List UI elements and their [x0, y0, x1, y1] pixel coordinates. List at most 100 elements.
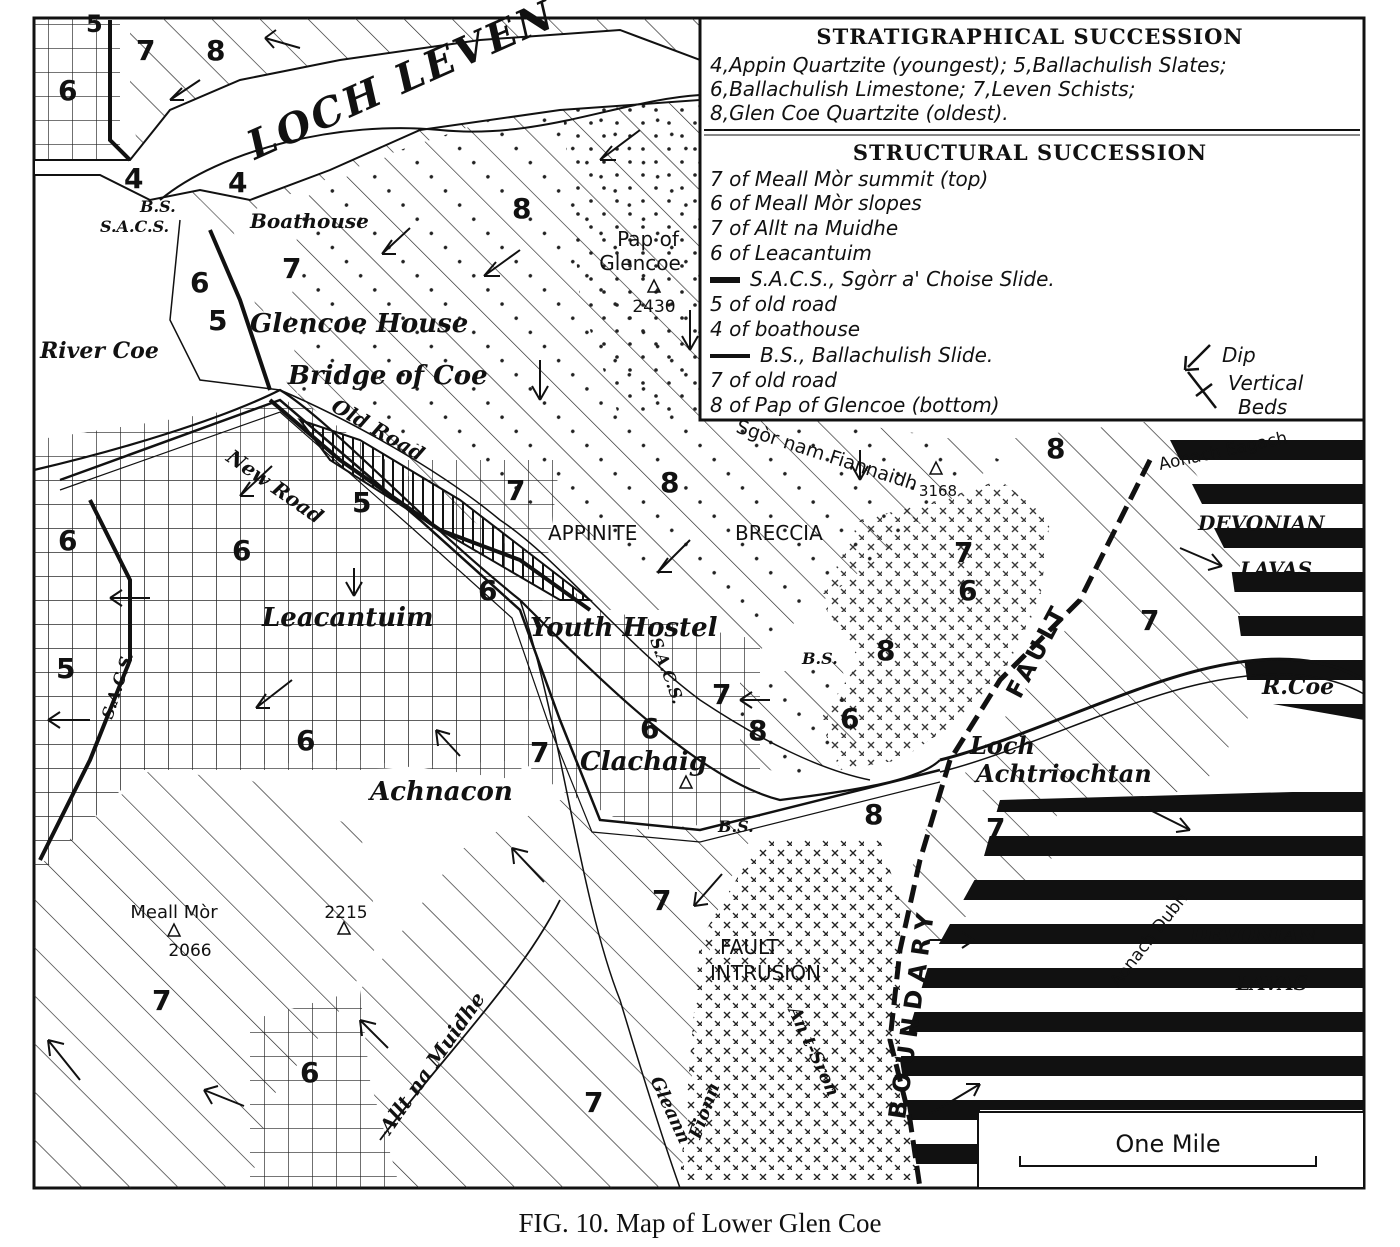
dip-arrow-icon [255, 679, 293, 709]
dip-arrow-icon [47, 711, 90, 729]
legend-struct-line: 7 of Allt na Muidhe [710, 216, 898, 240]
sacs-slide-west [38, 499, 132, 861]
dip-arrow-icon [345, 568, 363, 597]
label-lavas-south: LAVAS [1235, 971, 1308, 995]
legend-struct-line: 4 of boathouse [710, 317, 860, 341]
formation-number: 7 [136, 34, 155, 67]
geological-map: STRATIGRAPHICAL SUCCESSION 4,Appin Quart… [32, 0, 1366, 1190]
formation-number: 7 [152, 984, 171, 1017]
river-coe-east [939, 657, 1365, 762]
formation-number: 6 [58, 74, 77, 107]
dip-arrow-icon [599, 129, 641, 161]
devonian-lavas-north [1160, 420, 1364, 720]
dip-arrow-icon [693, 873, 723, 907]
legend-struct-line: S.A.C.S., Sgòrr a' Choise Slide. [750, 267, 1055, 291]
legend-struct-line: 7 of old road [710, 368, 837, 392]
formation-number: 6 [190, 266, 209, 299]
formation-number: 8 [660, 466, 679, 499]
label-pap-of: Pap of [617, 227, 680, 251]
legend-struct-line: 8 of Pap of Glencoe (bottom) [710, 393, 1000, 417]
label-appinite: APPINITE [548, 521, 637, 545]
dip-arrows [47, 29, 1223, 1115]
slide-loch-shore [108, 20, 132, 162]
dip-arrow-icon [1183, 344, 1211, 372]
label-r-coe: R.Coe [1261, 674, 1334, 700]
figure-caption: FIG. 10. Map of Lower Glen Coe [518, 1208, 882, 1238]
dip-arrow-icon [239, 465, 273, 497]
dip-arrow-icon [930, 931, 975, 949]
label-bs: B.S. [139, 197, 176, 216]
legend-struct-line: B.S., Ballachulish Slide. [760, 343, 993, 367]
label-2215: 2215 [324, 903, 367, 923]
summit-triangle-icon [646, 278, 662, 293]
formation-number: 4 [124, 162, 143, 195]
dip-arrow-icon [359, 1019, 389, 1049]
zone-8-clachaig [740, 660, 860, 780]
label-bridge-of-coe: Bridge of Coe [287, 361, 488, 391]
formation-number: 4 [228, 166, 247, 199]
summit-triangle-icon [336, 920, 352, 935]
formation-number: 6 [300, 1056, 319, 1089]
label-clachaig: Clachaig [580, 747, 707, 777]
old-road-line [279, 389, 871, 781]
intrusion-north [820, 480, 1050, 770]
label-devonian-north: DEVONIAN [1197, 511, 1325, 535]
dip-arrow-icon [169, 79, 201, 101]
formation-number: 7 [584, 1086, 603, 1119]
dip-arrow-icon [1149, 809, 1191, 833]
allt-stream [379, 899, 561, 1141]
formation-number: 5 [208, 304, 227, 337]
label-lavas-north: LAVAS [1239, 557, 1312, 581]
dip-arrow-icon [511, 847, 545, 883]
fault-intrusion [680, 840, 920, 1180]
loch-leven [33, 28, 701, 202]
formation-number: 8 [864, 798, 883, 831]
dip-arrow-icon [483, 249, 521, 277]
dip-arrow-icon [203, 1085, 245, 1107]
legend-strat-line: 8,Glen Coe Quartzite (oldest). [710, 101, 1009, 125]
summit-triangle-icon [678, 774, 694, 789]
label-sgor-height: 3168 [919, 482, 957, 500]
sacs-slide-north [208, 229, 272, 391]
formation-number: 8 [876, 634, 895, 667]
river-coe-west [33, 388, 941, 802]
label-river-coe: River Coe [39, 338, 159, 364]
formation-number: 6 [958, 574, 977, 607]
formation-number: 5 [56, 652, 75, 685]
legend-strat-title: STRATIGRAPHICAL SUCCESSION [816, 24, 1243, 49]
old-road-hatch [297, 418, 593, 601]
formation-number: 7 [282, 252, 301, 285]
formation-number: 6 [296, 724, 315, 757]
label-achtriochtan: Achtriochtan [974, 759, 1152, 788]
zone-6-south [250, 990, 400, 1188]
summit-triangle-icon [928, 460, 944, 475]
label-glencoe: Glencoe [599, 251, 681, 275]
legend-struct-line: 6 of Leacantuim [710, 241, 872, 265]
legend-strat-line: 4,Appin Quartzite (youngest); 5,Ballachu… [710, 53, 1227, 77]
legend-struct-line: 7 of Meall Mòr summit (top) [710, 167, 988, 191]
summit-triangle-icon [166, 922, 182, 937]
legend-struct-line: 5 of old road [710, 292, 837, 316]
label-meall-mor-height: 2066 [168, 941, 211, 961]
label-bs: B.S. [801, 649, 838, 668]
dip-arrow-icon [851, 450, 869, 481]
formation-number: 8 [1046, 432, 1065, 465]
formation-number: 8 [748, 714, 767, 747]
label-glencoe-house: Glencoe House [250, 309, 468, 339]
dip-arrow-icon [47, 1039, 81, 1081]
dip-arrow-icon [531, 360, 549, 401]
scale-label: One Mile [1115, 1130, 1220, 1158]
dip-arrow-icon [381, 227, 411, 255]
label-youth-hostel: Youth Hostel [530, 613, 718, 643]
label-loch: Loch [969, 731, 1035, 760]
formation-number: 6 [478, 574, 497, 607]
label-devonian-south: DEVONIAN [1189, 923, 1317, 947]
glen-road [519, 599, 681, 1189]
boundary-fault [887, 458, 1153, 1189]
legend: STRATIGRAPHICAL SUCCESSION 4,Appin Quart… [698, 16, 1366, 422]
label-fault-intrusion-2: INTRUSION [710, 961, 821, 985]
formation-number: 6 [58, 524, 77, 557]
label-fault-intrusion-1: FAULT [720, 935, 779, 959]
new-road-line [59, 398, 941, 832]
loch-leven-shore [159, 94, 701, 201]
